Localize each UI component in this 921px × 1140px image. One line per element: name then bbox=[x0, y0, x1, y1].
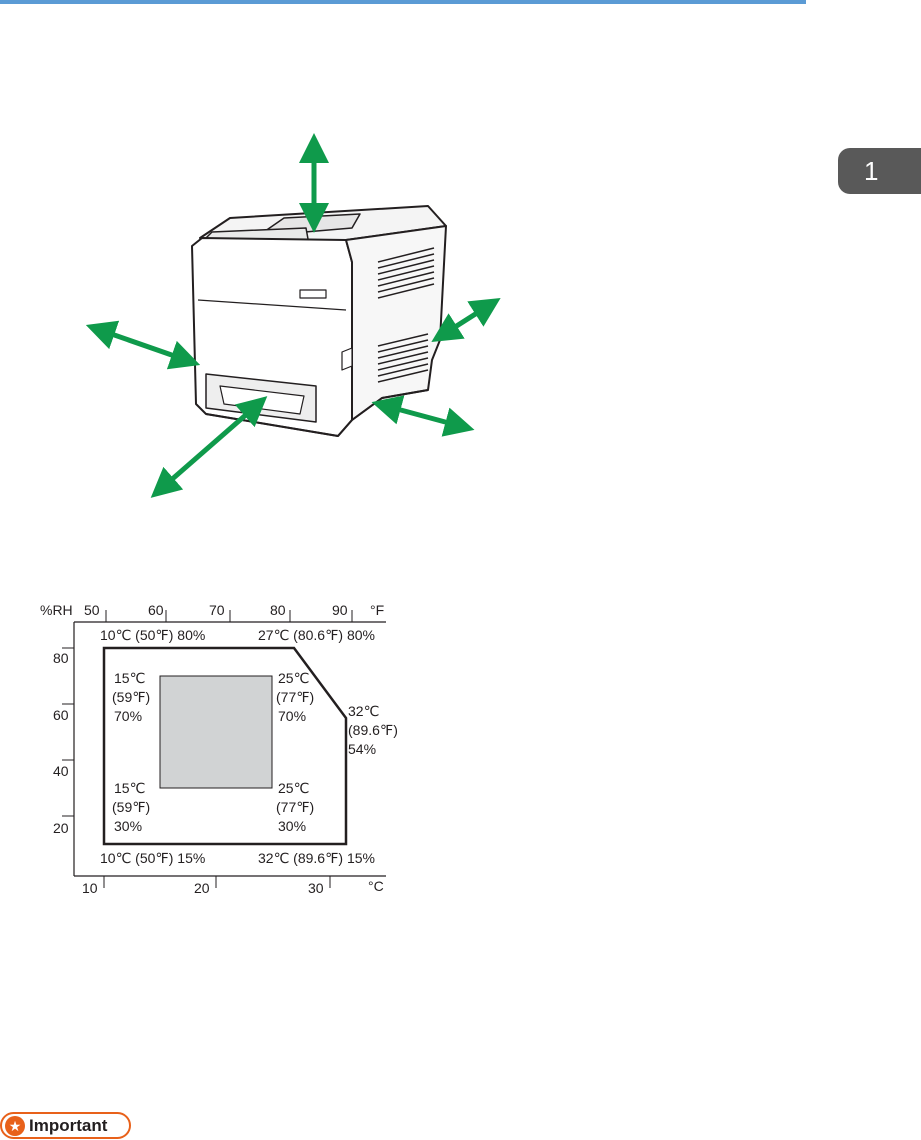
important-label: Important bbox=[29, 1116, 107, 1136]
annotation-top-right: 27℃ (80.6℉) 80% bbox=[258, 627, 375, 643]
annotation-inner-bottom-right: 30% bbox=[278, 818, 306, 834]
humidity-tick-label: 60 bbox=[53, 707, 69, 723]
clearance-arrow-right bbox=[386, 406, 460, 426]
annotation-inner-top-left: 15℃ bbox=[114, 670, 145, 686]
celsius-tick-label: 10 bbox=[82, 880, 98, 896]
celsius-unit: °C bbox=[368, 878, 384, 894]
annotation-right: 54% bbox=[348, 741, 376, 757]
humidity-tick-label: 80 bbox=[53, 650, 69, 666]
annotation-right: 32℃ bbox=[348, 703, 379, 719]
annotation-inner-top-right: 25℃ bbox=[278, 670, 309, 686]
printer-clearance-illustration bbox=[0, 0, 921, 560]
fahrenheit-tick-label: 50 bbox=[84, 602, 100, 618]
clearance-arrow-back bbox=[444, 306, 488, 334]
annotation-right: (89.6℉) bbox=[348, 722, 398, 738]
annotation-inner-top-left: (59℉) bbox=[112, 689, 150, 705]
recommended-region bbox=[160, 676, 272, 788]
humidity-tick-label: 40 bbox=[53, 763, 69, 779]
annotation-inner-bottom-left: (59℉) bbox=[112, 799, 150, 815]
annotation-inner-top-right: (77℉) bbox=[276, 689, 314, 705]
star-icon: ★ bbox=[5, 1116, 25, 1136]
annotation-inner-bottom-left: 15℃ bbox=[114, 780, 145, 796]
celsius-tick-label: 30 bbox=[308, 880, 324, 896]
annotation-bottom-right: 32℃ (89.6℉) 15% bbox=[258, 850, 375, 866]
clearance-arrow-left bbox=[100, 330, 186, 360]
y-axis-unit: %RH bbox=[40, 602, 73, 618]
clearance-arrow-front bbox=[162, 406, 256, 488]
celsius-tick-label: 20 bbox=[194, 880, 210, 896]
annotation-top-left: 10℃ (50℉) 80% bbox=[100, 627, 205, 643]
annotation-inner-top-left: 70% bbox=[114, 708, 142, 724]
environment-chart: %RH 50 60 70 80 90 °F 80 60 40 20 10 20 … bbox=[0, 590, 460, 900]
annotation-inner-top-right: 70% bbox=[278, 708, 306, 724]
annotation-inner-bottom-left: 30% bbox=[114, 818, 142, 834]
fahrenheit-tick-label: 80 bbox=[270, 602, 286, 618]
annotation-bottom-left: 10℃ (50℉) 15% bbox=[100, 850, 205, 866]
fahrenheit-unit: °F bbox=[370, 602, 384, 618]
humidity-tick-label: 20 bbox=[53, 820, 69, 836]
fahrenheit-tick-label: 90 bbox=[332, 602, 348, 618]
annotation-inner-bottom-right: 25℃ bbox=[278, 780, 309, 796]
fahrenheit-tick-label: 60 bbox=[148, 602, 164, 618]
annotation-inner-bottom-right: (77℉) bbox=[276, 799, 314, 815]
fahrenheit-tick-label: 70 bbox=[209, 602, 225, 618]
important-badge: ★ Important bbox=[0, 1112, 131, 1139]
printer bbox=[192, 206, 446, 436]
